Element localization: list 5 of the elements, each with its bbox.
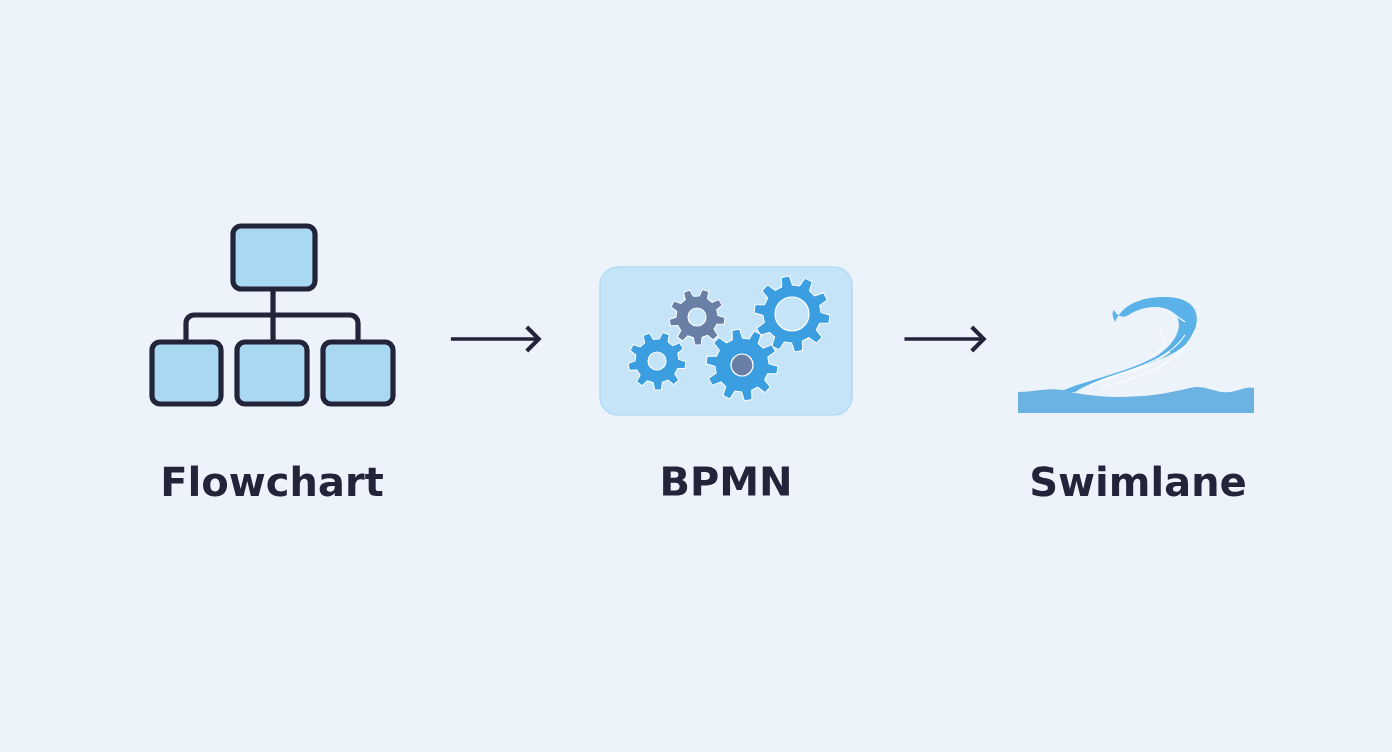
node-label: BPMN [663,466,789,496]
arrow [904,325,987,353]
node-label: Flowchart [163,465,383,497]
node-label: Swimlane [1032,465,1245,497]
arrow [450,325,542,353]
